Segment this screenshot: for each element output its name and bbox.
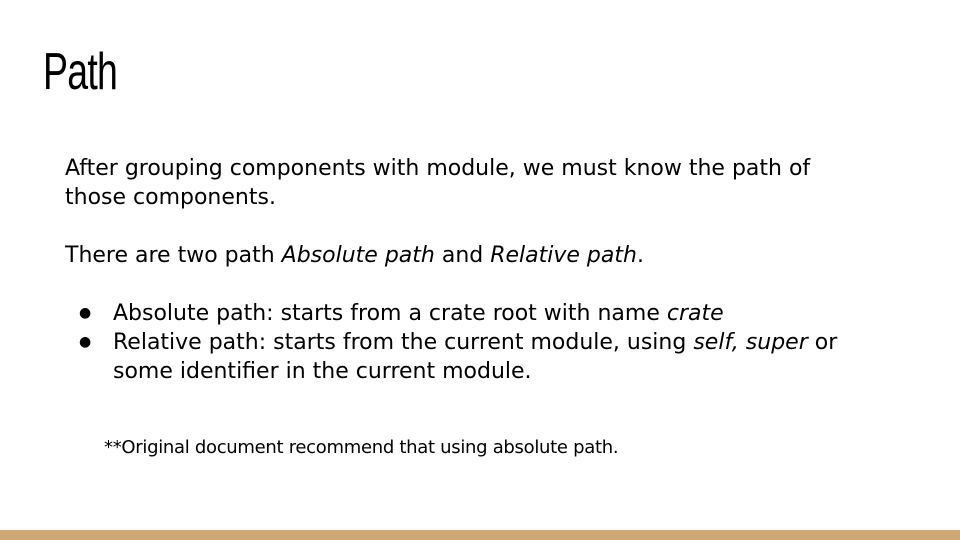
path-types-prefix: There are two path bbox=[65, 243, 282, 268]
bullet-relative-path: ● Relative path: starts from the current … bbox=[65, 328, 865, 386]
bullet-relative-italic: self, super bbox=[693, 330, 808, 355]
bullet-absolute-italic: crate bbox=[666, 301, 724, 326]
bullet-marker: ● bbox=[79, 334, 92, 350]
bullet-marker: ● bbox=[79, 305, 92, 321]
intro-paragraph: After grouping components with module, w… bbox=[65, 156, 811, 210]
absolute-path-term: Absolute path bbox=[281, 243, 435, 268]
bullet-absolute-text: Absolute path: starts from a crate root … bbox=[113, 301, 667, 326]
slide-body: After grouping components with module, w… bbox=[65, 154, 865, 386]
bullet-relative-middle: or some identifier in the current module… bbox=[113, 330, 838, 384]
spacer bbox=[65, 270, 865, 299]
accent-bar bbox=[0, 530, 960, 540]
bullet-absolute-path: ● Absolute path: starts from a crate root… bbox=[65, 299, 865, 328]
path-types-suffix: . bbox=[636, 243, 644, 268]
footnote: **Original document recommend that using… bbox=[104, 437, 619, 458]
slide-title: Path bbox=[43, 43, 118, 101]
bullet-relative-text: Relative path: starts from the current m… bbox=[113, 330, 694, 355]
path-types-paragraph: There are two path Absolute path and Rel… bbox=[65, 241, 865, 270]
bullet-list: ● Absolute path: starts from a crate root… bbox=[65, 299, 865, 386]
path-types-and: and bbox=[434, 243, 491, 268]
relative-path-term: Relative path bbox=[490, 243, 637, 268]
spacer bbox=[65, 212, 865, 241]
